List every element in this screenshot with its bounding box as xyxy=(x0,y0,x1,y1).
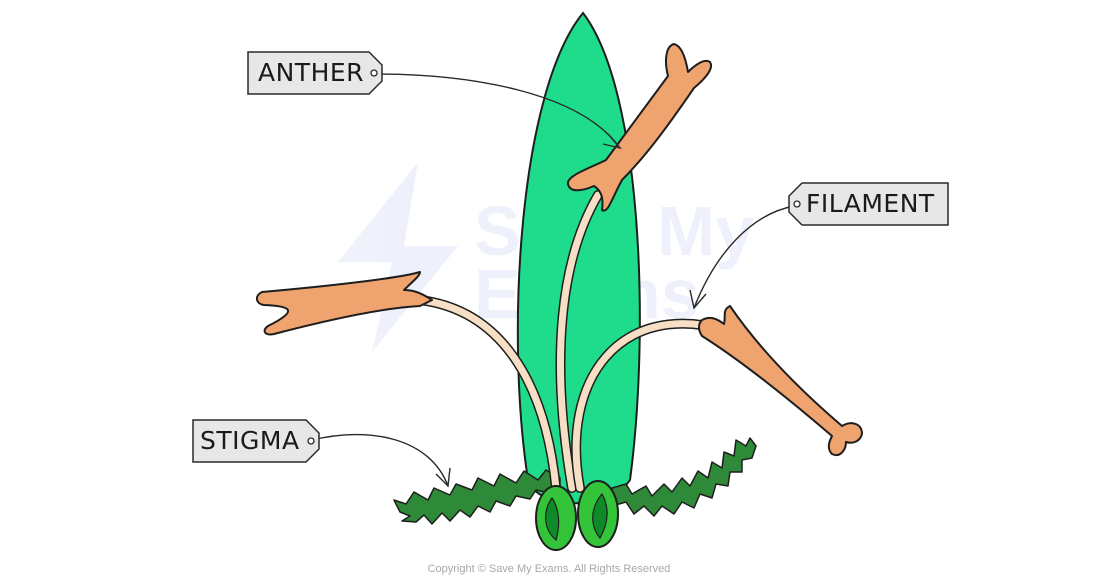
stigma-arrow xyxy=(435,467,451,488)
tag-shape xyxy=(247,51,383,95)
filament-pointer xyxy=(693,205,795,309)
stigma-pointer xyxy=(311,433,449,487)
tag-shape xyxy=(192,419,320,463)
filament-arrow xyxy=(689,289,707,310)
anther-pointer xyxy=(375,73,621,149)
anther-label-tag: ANTHER xyxy=(247,51,383,95)
stigma-label: STIGMA xyxy=(200,426,300,455)
anther-upper xyxy=(567,43,712,212)
stigma-right xyxy=(611,437,757,517)
ovaries xyxy=(535,480,619,551)
anthers xyxy=(256,43,863,456)
tag-shape xyxy=(788,182,949,226)
anther-label: ANTHER xyxy=(258,58,365,87)
watermark-bolt-icon xyxy=(338,162,458,352)
anther-left xyxy=(256,271,433,336)
stigma-left xyxy=(393,469,561,525)
anther-arrow xyxy=(602,133,622,150)
copyright-notice: Copyright © Save My Exams. All Rights Re… xyxy=(427,563,671,575)
pointers xyxy=(311,73,795,488)
filaments xyxy=(415,190,730,493)
anther-right xyxy=(698,305,863,456)
filament-label-tag: FILAMENT xyxy=(788,182,949,226)
stigma-label-tag: STIGMA xyxy=(192,419,320,463)
filament-label: FILAMENT xyxy=(806,189,935,218)
